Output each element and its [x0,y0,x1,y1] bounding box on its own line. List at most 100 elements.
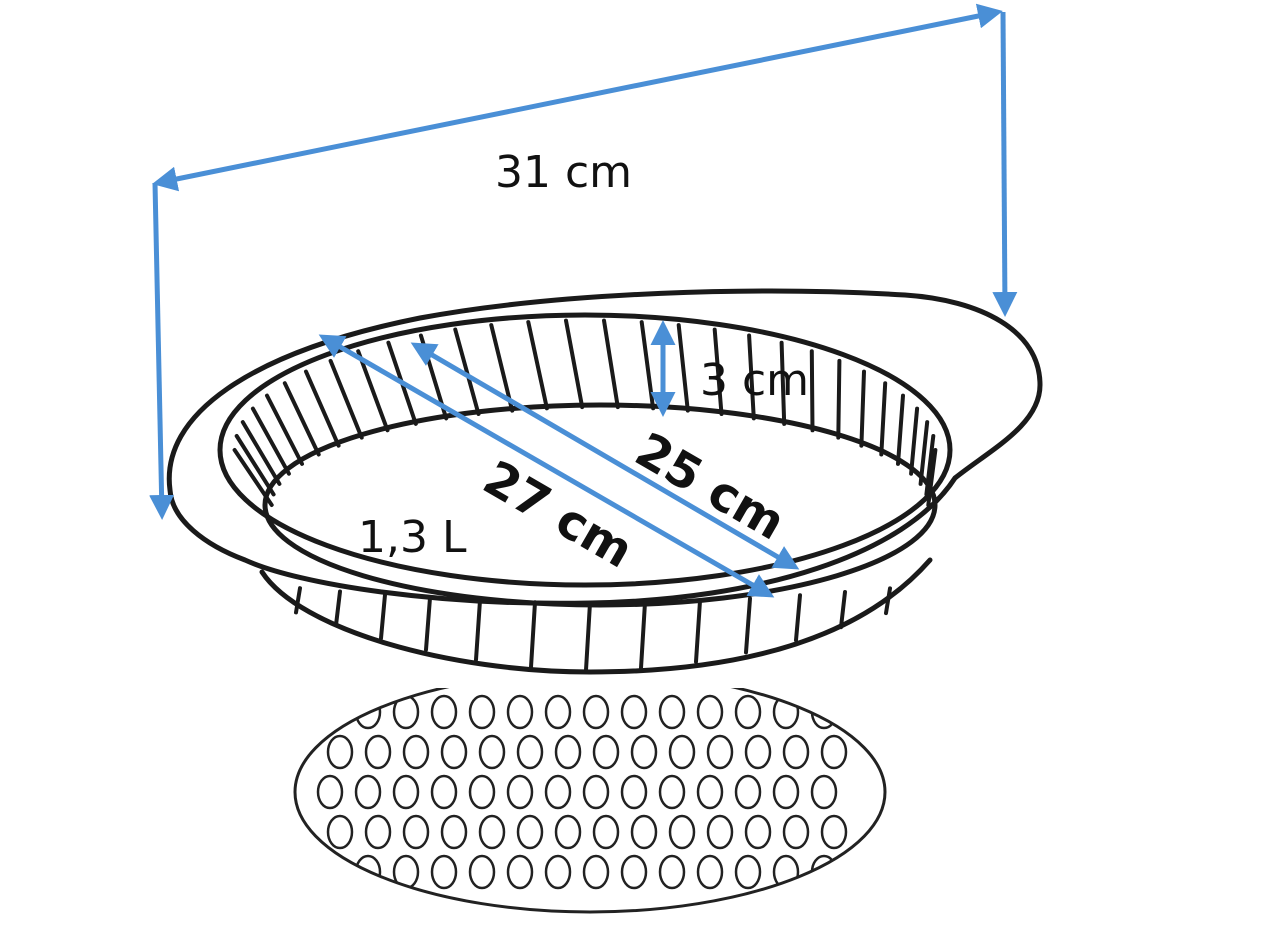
base-hole [772,774,800,810]
width-label: 31 cm [495,147,632,198]
base-hole [326,734,354,770]
dimension-lines [149,3,1018,598]
wall-rib [909,406,920,476]
base-hole [658,774,686,810]
base-hole [326,814,354,850]
base-hole [782,734,810,770]
base-hole [620,774,648,810]
skirt-rib [639,600,647,671]
base-hole [506,774,534,810]
wall-rib [234,434,276,497]
skirt-rib [529,600,537,670]
base-hole [506,854,534,890]
wall-rib [564,318,585,410]
wall-rib [809,349,815,433]
base-hole [354,774,382,810]
pan-outer-skirt [259,557,933,675]
base-hole [820,814,848,850]
base-hole [364,814,392,850]
base-hole [402,734,430,770]
wall-rib [836,358,842,440]
base-hole [316,694,344,730]
base-hole [478,734,506,770]
base-hole [620,854,648,890]
width-dimension-line [152,3,1003,192]
base-hole [820,734,848,770]
base-hole [468,854,496,890]
base-hole [440,814,468,850]
right-extension-line [992,11,1018,317]
base-hole [810,774,838,810]
wall-rib [896,393,905,466]
wall-rib [232,448,274,507]
base-hole [696,854,724,890]
wall-rib [918,420,930,486]
base-hole [782,814,810,850]
base-hole [696,694,724,730]
skirt-rib [474,598,482,662]
wall-rib [328,358,364,440]
wall-rib [639,320,656,411]
base-hole [620,694,648,730]
skirt-rib [294,586,302,615]
base-hole [592,814,620,850]
base-hole [554,814,582,850]
base-hole [430,854,458,890]
base-hole [392,774,420,810]
wall-rib [282,381,321,457]
wall-rib [924,434,936,497]
base-hole [402,814,430,850]
base-hole [516,734,544,770]
base-hole [706,814,734,850]
base-hole [706,734,734,770]
base-hole [430,694,458,730]
base-hole [582,774,610,810]
base-hole [468,694,496,730]
base-hole [544,774,572,810]
skirt-rib [839,590,847,630]
skirt-rib [424,595,432,652]
base-hole [658,854,686,890]
base-hole [544,694,572,730]
base-hole [516,814,544,850]
skirt-rib [744,596,752,655]
outer-diameter-label: 27 cm [474,450,642,579]
skirt-rib [584,601,592,672]
base-hole [554,734,582,770]
skirt-rib [794,593,802,643]
base-hole [734,774,762,810]
wall-rib [859,369,866,448]
base-hole [630,734,658,770]
base-hole [696,774,724,810]
wall-rib [250,406,291,476]
left-extension-line [149,182,175,520]
base-hole [744,814,772,850]
base-hole [430,774,458,810]
base-hole [734,854,762,890]
wall-rib [526,320,549,411]
base-hole [582,694,610,730]
base-hole [478,814,506,850]
inner-diameter-line [410,342,800,570]
wall-rib [879,381,888,457]
base-hole [506,694,534,730]
wall-rib [926,448,938,507]
base-hole [592,734,620,770]
skirt-rib [884,586,892,616]
wall-rib [265,393,304,466]
perforated-base [293,670,887,914]
inner-diameter-label: 25 cm [626,422,794,551]
wall-rib [602,318,620,410]
base-hole [630,814,658,850]
height-label: 3 cm [700,355,809,406]
skirt-rib [379,592,387,641]
base-hole [582,854,610,890]
tart-pan [166,288,1043,675]
pan-floor [262,402,938,608]
skirt-rib [694,598,702,664]
base-hole [364,734,392,770]
wall-rib [676,323,690,413]
volume-label: 1,3 L [358,512,467,563]
base-hole [468,774,496,810]
